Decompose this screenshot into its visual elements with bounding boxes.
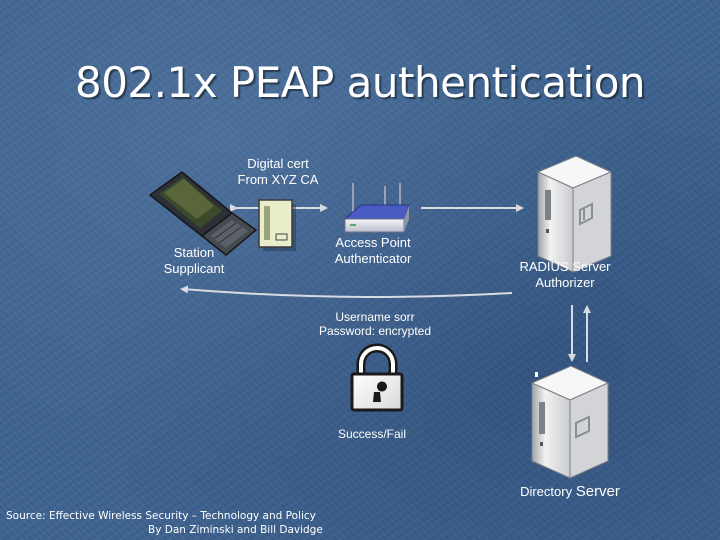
directory-label-part2: Server bbox=[575, 483, 620, 500]
directory-label: Directory Server bbox=[490, 484, 650, 500]
result-label: Success/Fail bbox=[337, 427, 407, 441]
source-line2: By Dan Ziminski and Bill Davidge bbox=[148, 524, 323, 536]
certificate-icon bbox=[258, 199, 296, 251]
credentials-label: Username sorr Password: encrypted bbox=[305, 310, 445, 338]
station-label-line1: Station bbox=[173, 245, 215, 260]
dot-marker bbox=[535, 372, 538, 377]
slide-title: 802.1x PEAP authentication bbox=[74, 58, 646, 107]
padlock-icon bbox=[350, 343, 404, 412]
cert-label-line2: From XYZ CA bbox=[237, 172, 319, 187]
source-line1: Source: Effective Wireless Security – Te… bbox=[6, 510, 316, 522]
access-point-label-line1: Access Point bbox=[335, 235, 411, 250]
cert-label-line1: Digital cert bbox=[247, 156, 309, 171]
station-label-line2: Supplicant bbox=[163, 261, 225, 276]
access-point-label-line2: Authenticator bbox=[334, 251, 412, 266]
access-point-label: Access Point Authenticator bbox=[313, 235, 433, 267]
server-tower-icon bbox=[530, 365, 610, 479]
directory-label-part1: Directory bbox=[520, 484, 573, 499]
laptop-icon bbox=[148, 171, 258, 256]
wireless-router-icon bbox=[343, 183, 410, 233]
server-tower-icon bbox=[536, 155, 613, 273]
cert-label: Digital cert From XYZ CA bbox=[218, 156, 338, 188]
credentials-label-line2: Password: encrypted bbox=[318, 324, 432, 338]
arrow-radius-to-station bbox=[180, 285, 513, 299]
station-label: Station Supplicant bbox=[134, 245, 254, 277]
radius-label: RADIUS Server Authorizer bbox=[500, 259, 630, 291]
credentials-label-line1: Username sorr bbox=[335, 310, 415, 324]
radius-label-line1: RADIUS Server bbox=[519, 259, 611, 274]
radius-label-line2: Authorizer bbox=[535, 275, 595, 290]
